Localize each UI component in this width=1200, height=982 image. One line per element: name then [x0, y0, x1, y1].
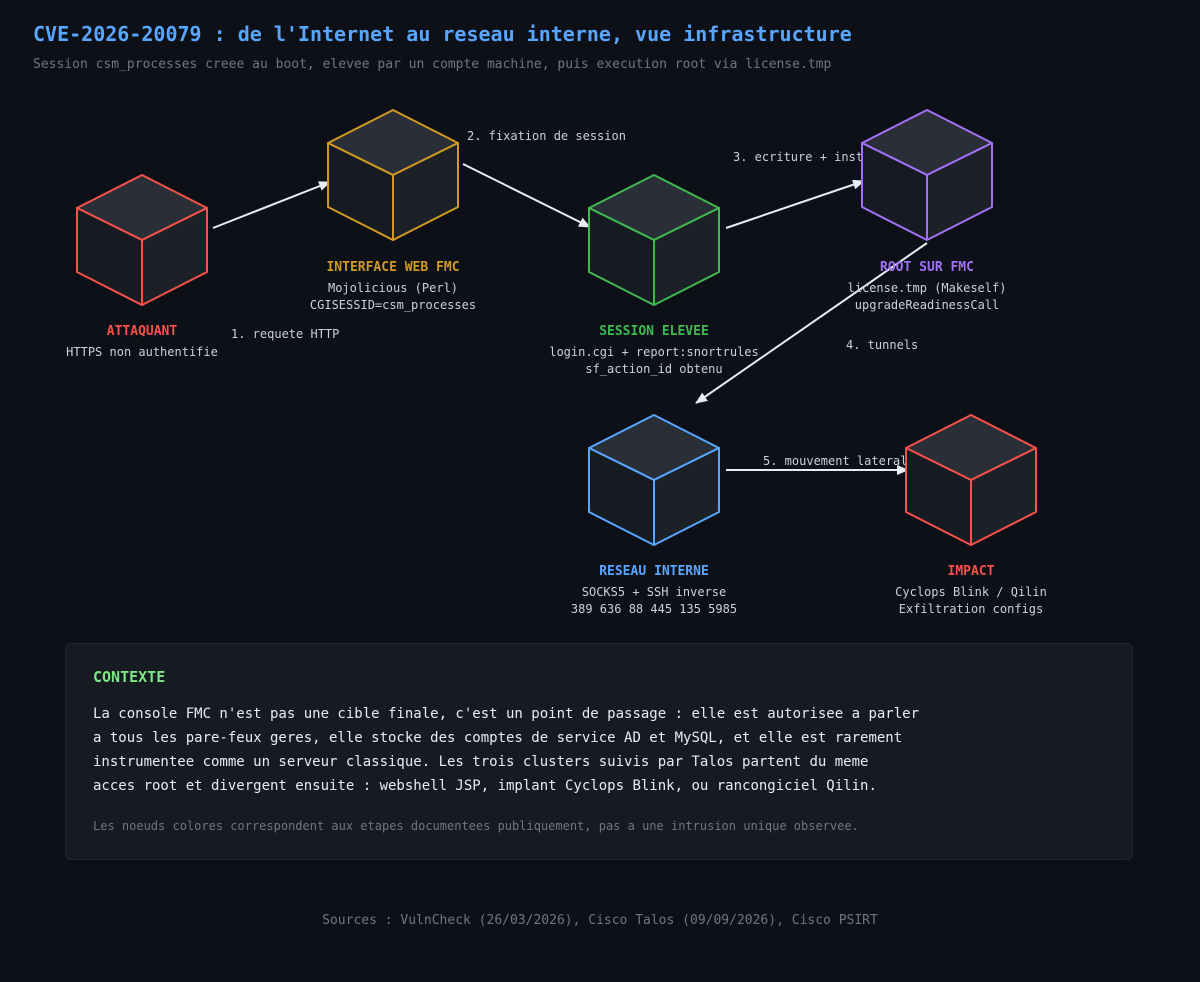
context-line: instrumentee comme un serveur classique.… — [93, 754, 869, 770]
context-title: CONTEXTE — [93, 668, 166, 686]
node-detail: upgradeReadinessCall — [855, 298, 1000, 312]
context-panel: CONTEXTE La console FMC n'est pas une ci… — [65, 643, 1133, 860]
edge-label: 4. tunnels — [846, 338, 918, 352]
node-title: INTERFACE WEB FMC — [326, 260, 459, 275]
cube-icon — [905, 414, 1037, 546]
cube-icon — [588, 414, 720, 546]
cube-icon — [588, 174, 720, 306]
context-line: La console FMC n'est pas une cible final… — [93, 706, 920, 722]
context-note: Les noeuds colores correspondent aux eta… — [93, 819, 859, 833]
node-session: SESSION ELEVEE login.cgi + report:snortru… — [549, 174, 759, 376]
node-detail: license.tmp (Makeself) — [848, 281, 1007, 295]
node-detail: login.cgi + report:snortrules — [549, 345, 759, 359]
node-title: RESEAU INTERNE — [599, 564, 709, 579]
node-detail: sf_action_id obtenu — [585, 362, 722, 376]
node-root: ROOT SUR FMC license.tmp (Makeself) upgrad… — [848, 109, 1007, 312]
node-detail: Cyclops Blink / Qilin — [895, 585, 1047, 599]
edge-arrow-attaquant-web — [212, 181, 331, 229]
context-line: a tous les pare-feux geres, elle stocke … — [93, 730, 903, 746]
node-title: IMPACT — [948, 564, 995, 579]
edge-label: 1. requete HTTP — [231, 327, 339, 341]
page-subtitle: Session csm_processes creee au boot, ele… — [33, 57, 832, 72]
node-impact: IMPACT Cyclops Blink / QilinExfiltration … — [895, 414, 1047, 616]
sources-footer: Sources : VulnCheck (26/03/2026), Cisco … — [322, 913, 878, 928]
node-title: ATTAQUANT — [107, 324, 178, 339]
cube-icon — [327, 109, 459, 241]
node-reseau: RESEAU INTERNE SOCKS5 + SSH inverse 389 63… — [571, 414, 737, 616]
node-detail: Mojolicious (Perl) — [328, 281, 458, 295]
cube-icon — [76, 174, 208, 306]
node-web: INTERFACE WEB FMC Mojolicious (Perl) CGISE… — [310, 109, 476, 312]
edge-arrow-root-reseau — [695, 242, 928, 404]
edge-arrow-web-session — [462, 163, 591, 228]
infrastructure-diagram: 1. requete HTTP 2. fixation de session 3. … — [66, 109, 1047, 616]
node-detail: SOCKS5 + SSH inverse — [582, 585, 727, 599]
node-detail: 389 636 88 445 135 5985 — [571, 602, 737, 616]
cube-icon — [861, 109, 993, 241]
edge-label: 3. ecriture + install — [733, 150, 885, 164]
node-title: ROOT SUR FMC — [880, 260, 974, 275]
node-attaquant: ATTAQUANT HTTPS non authentifie — [66, 174, 218, 359]
context-body: La console FMC n'est pas une cible final… — [93, 702, 993, 798]
node-detail: CGISESSID=csm_processes — [310, 298, 476, 312]
context-line: acces root et divergent ensuite : webshe… — [93, 778, 877, 794]
edge-arrow-session-root — [725, 179, 865, 229]
edge-label: 5. mouvement lateral — [763, 454, 908, 468]
node-title: SESSION ELEVEE — [599, 324, 709, 339]
edge-label: 2. fixation de session — [467, 129, 626, 143]
page-title: CVE-2026-20079 : de l'Internet au reseau… — [33, 22, 852, 46]
node-detail: HTTPS non authentifie — [66, 345, 218, 359]
node-detail: Exfiltration configs — [899, 602, 1044, 616]
